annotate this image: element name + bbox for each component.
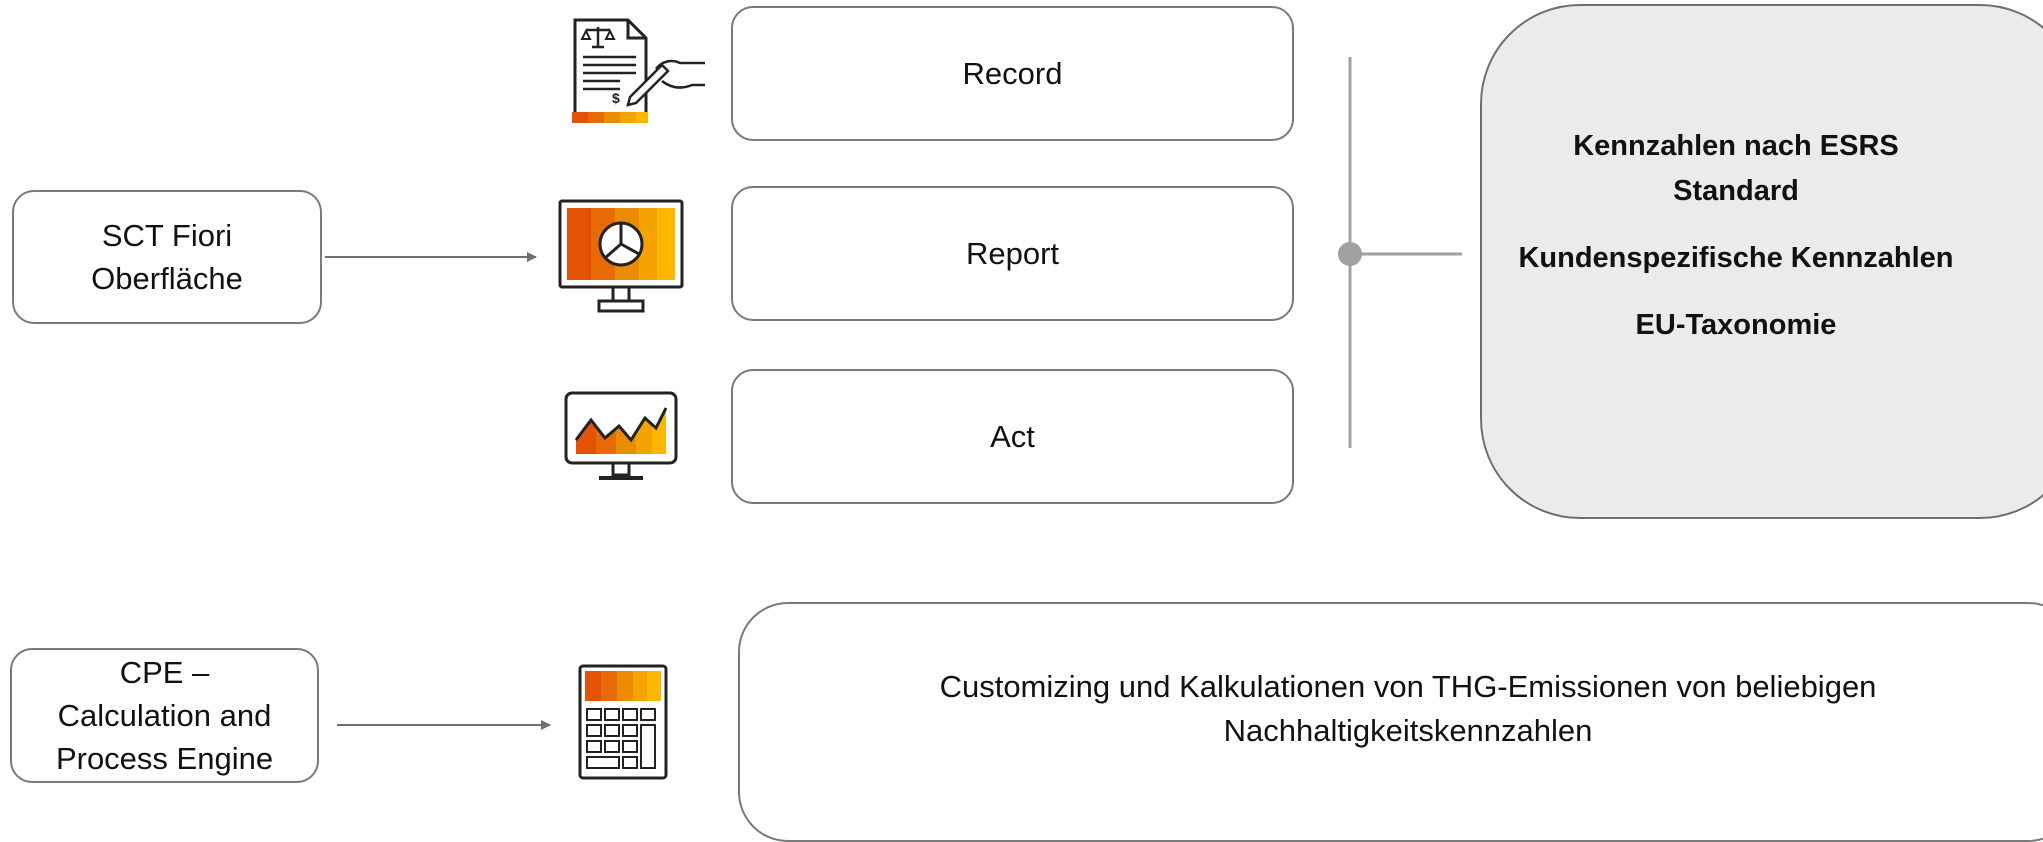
monitor-pie-chart-icon (558, 199, 684, 313)
cpe-line3: Process Engine (55, 741, 274, 776)
sct-fiori-line2: Oberfläche (91, 261, 243, 296)
monitor-line-chart-icon (564, 391, 678, 480)
contract-signature-icon: $ (572, 18, 705, 123)
kpi-eu-taxonomy: EU-Taxonomie (1635, 308, 1837, 341)
cpe-line2: Calculation and (57, 698, 272, 733)
record-label: Record (962, 56, 1063, 91)
customizing-line1: Customizing und Kalkulationen von THG-Em… (939, 669, 1877, 704)
act-box: Act (731, 369, 1294, 504)
sct-fiori-line1: SCT Fiori (101, 218, 233, 253)
record-box: Record (731, 6, 1294, 141)
report-box: Report (731, 186, 1294, 321)
sct-fiori-box: SCT Fiori Oberfläche (12, 190, 322, 324)
kpi-panel: Kennzahlen nach ESRS Standard Kundenspez… (1480, 4, 2043, 519)
customizing-box: Customizing und Kalkulationen von THG-Em… (738, 602, 2043, 842)
kpi-esrs-line1: Kennzahlen nach ESRS (1573, 129, 1899, 162)
cpe-box: CPE – Calculation and Process Engine (10, 648, 319, 783)
cpe-line1: CPE – (119, 655, 210, 690)
kpi-custom: Kundenspezifische Kennzahlen (1518, 241, 1954, 274)
svg-text:$: $ (612, 90, 620, 106)
calculator-icon (578, 664, 668, 780)
kpi-esrs-line2: Standard (1673, 174, 1799, 207)
report-label: Report (965, 236, 1060, 271)
customizing-line2: Nachhaltigkeitskennzahlen (1223, 713, 1593, 748)
bracket-junction-dot (1338, 242, 1362, 266)
act-label: Act (990, 419, 1035, 454)
